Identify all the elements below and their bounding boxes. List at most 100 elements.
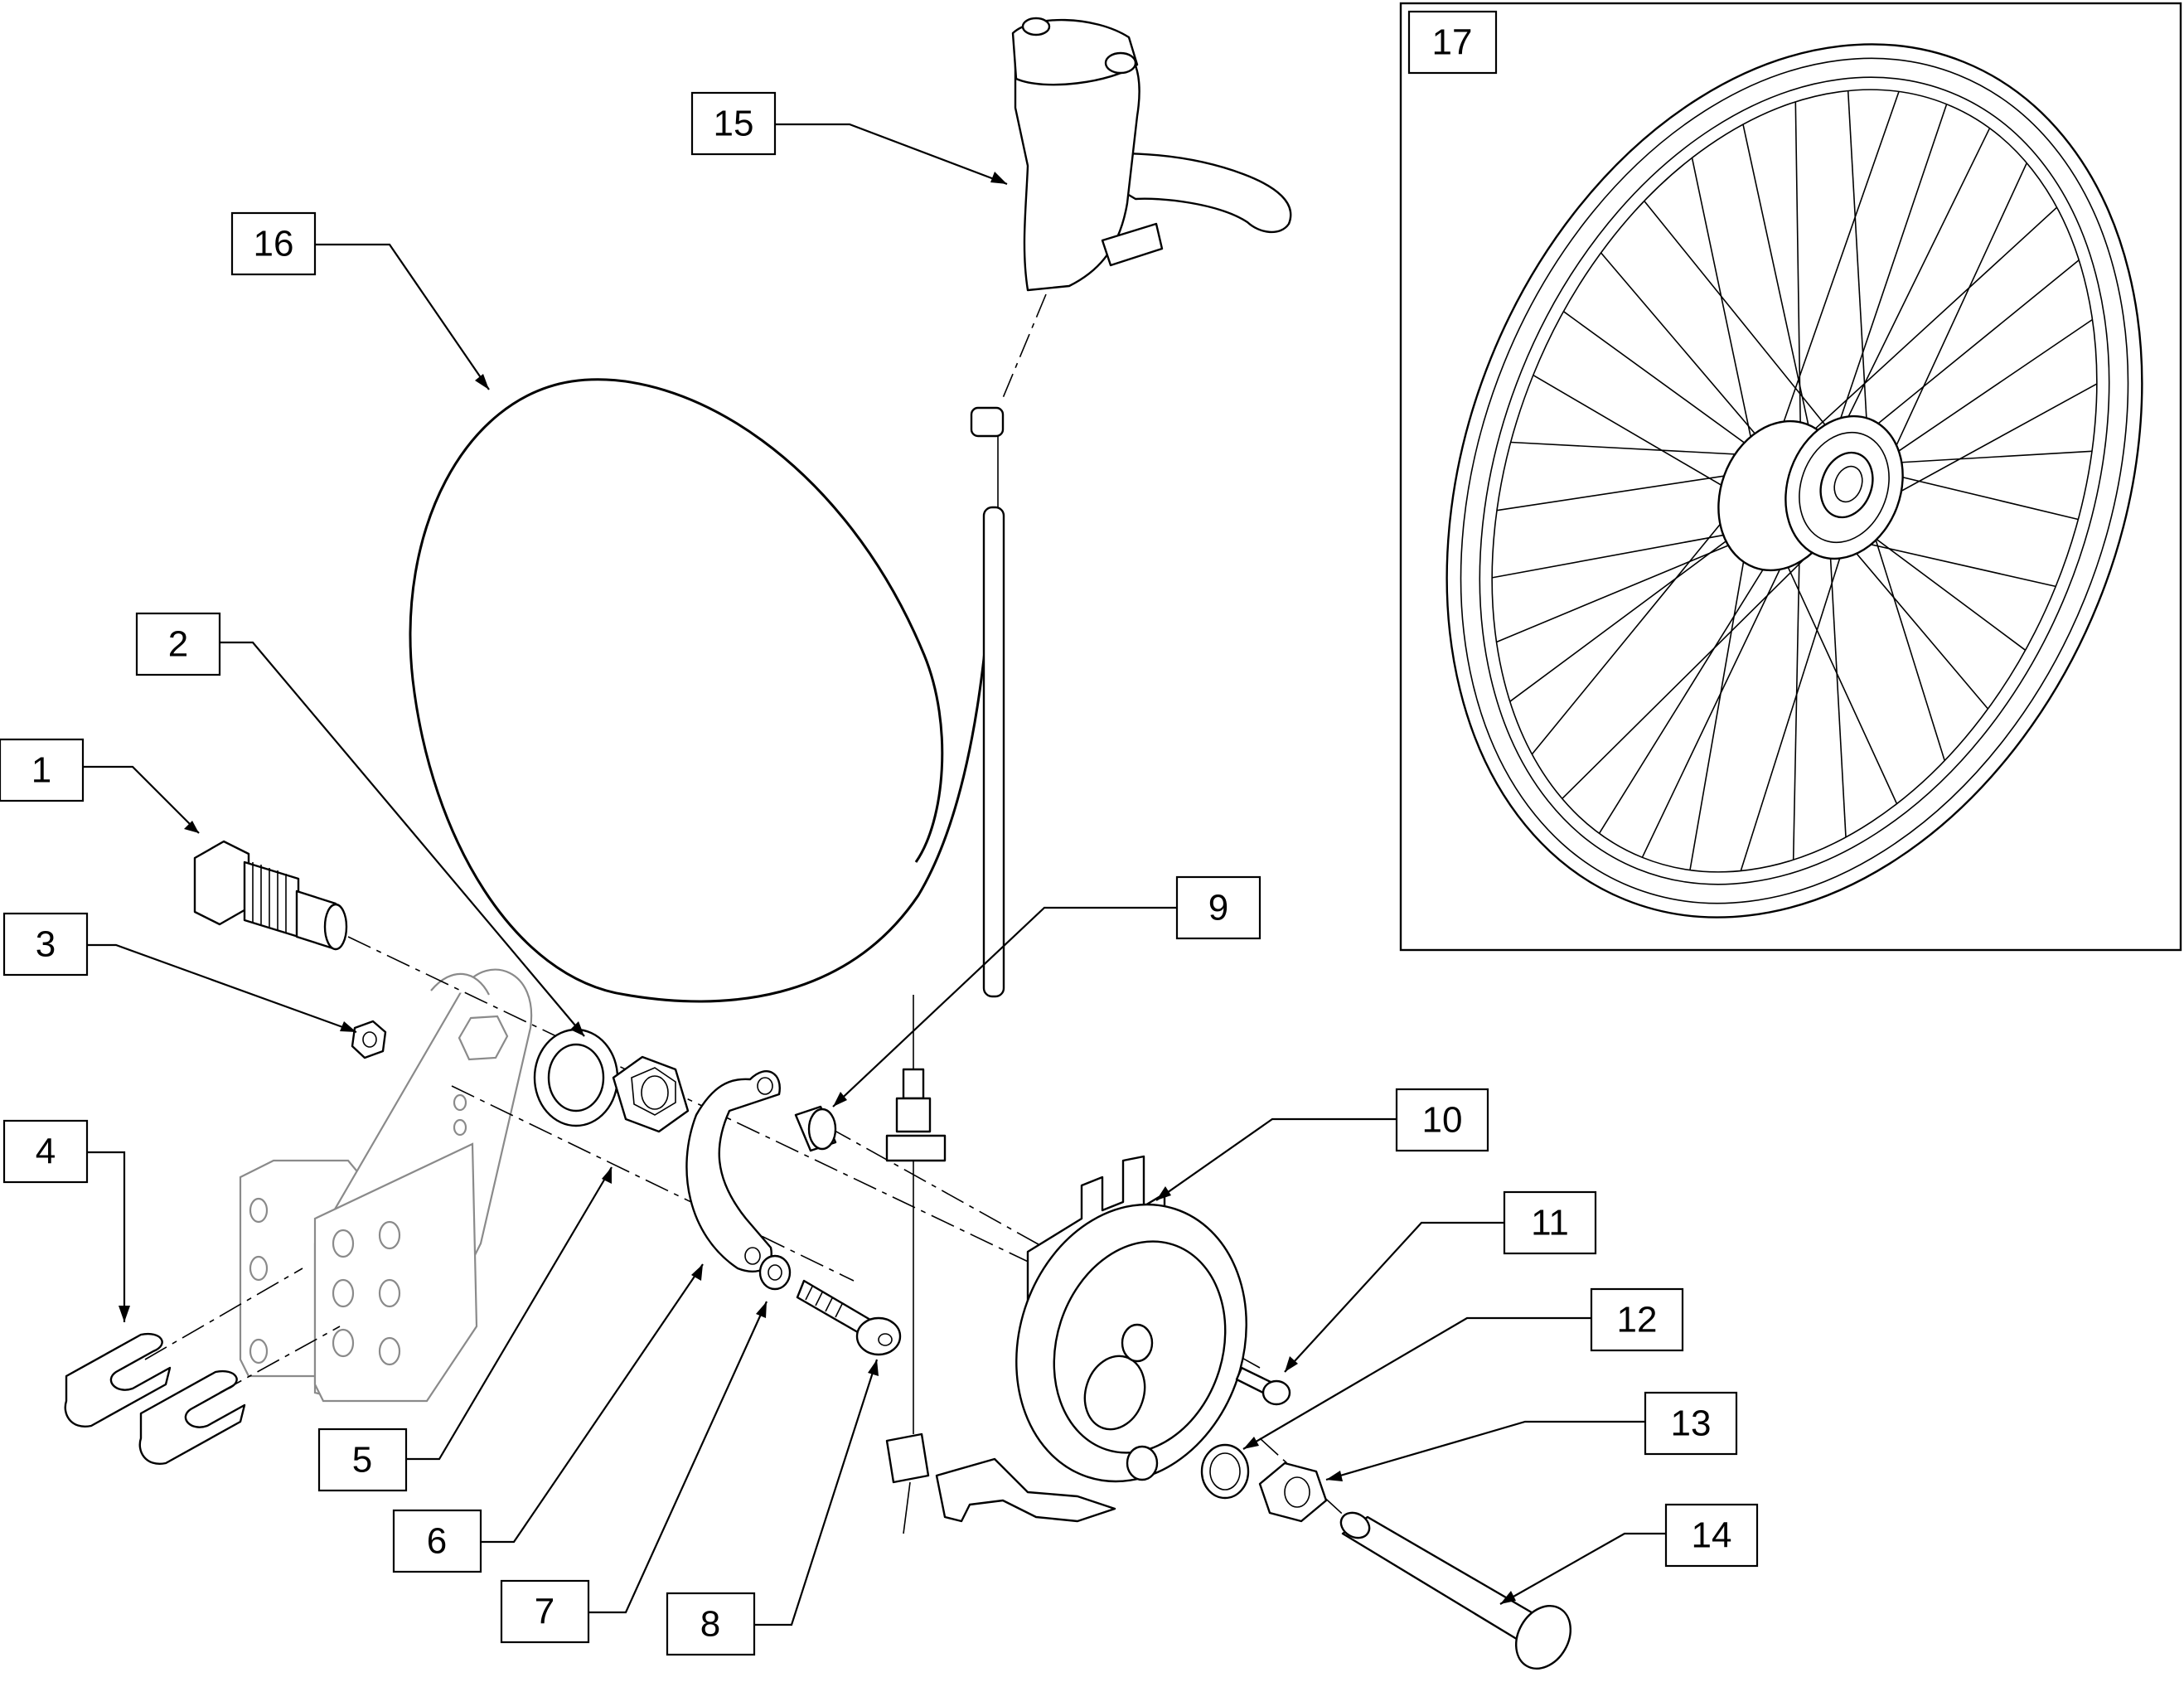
callout-1-box: [0, 738, 85, 802]
part-16-cable-housing: [409, 378, 1005, 1534]
part-9-spacer: [794, 1105, 837, 1152]
callout-12-label: 12: [1617, 1300, 1658, 1340]
callout-4-label: 4: [36, 1132, 56, 1172]
cable-adjuster-nut: [902, 1068, 925, 1100]
part-12-lock-washer: [1200, 1443, 1250, 1500]
callout-13-box: [1644, 1391, 1738, 1456]
bracket-rear-hole-1: [249, 1197, 269, 1224]
callout-16: 16: [230, 211, 317, 276]
callout-7-label: 7: [535, 1592, 554, 1632]
callout-17: 17: [1407, 10, 1498, 75]
wheel-spoke: [1828, 516, 1847, 837]
bracket-hex-bore: [458, 1015, 509, 1061]
wheel-spoke: [1869, 383, 2098, 509]
leader-5: [406, 1166, 613, 1461]
callout-15-box: [690, 91, 777, 156]
wheel-spoke: [1876, 162, 2028, 487]
wheel-spoke: [1850, 519, 2027, 651]
leader-7-arrow: [756, 1301, 767, 1318]
callout-9: 9: [1175, 875, 1261, 940]
leader-13: [1325, 1420, 1645, 1481]
callout-6-label: 6: [427, 1521, 447, 1562]
wheel-spoke: [1496, 470, 1759, 511]
cable-tail: [903, 1481, 911, 1534]
callout-12-box: [1590, 1287, 1684, 1352]
leader-2: [220, 641, 585, 1037]
curved-bracket-hole-bottom: [744, 1247, 761, 1265]
axle-pin-end: [1339, 1511, 1371, 1539]
leader-9-arrow: [833, 1092, 847, 1107]
cable-clamp: [885, 1432, 930, 1484]
wheel-spoke: [1769, 526, 1898, 804]
hub-flange-ring: [1799, 431, 1890, 544]
leader-2-arrow: [570, 1021, 584, 1036]
callout-6-box: [392, 1509, 482, 1573]
part-4-mount-bracket: [64, 968, 533, 1465]
callout-1: 1: [0, 738, 85, 802]
leader-16-arrow: [475, 374, 489, 390]
bracket-rear-hole-3: [249, 1338, 269, 1365]
bracket-pin-hole-2: [453, 1118, 467, 1137]
callout-16-label: 16: [254, 224, 294, 264]
callout-17-box: [1407, 10, 1498, 75]
bracket-front-plate: [313, 1142, 478, 1403]
lever-bracket: [1101, 222, 1164, 267]
bolt-head: [855, 1316, 902, 1356]
callout-9-label: 9: [1208, 888, 1228, 928]
part-2-washer: [533, 1028, 619, 1127]
wheel-inner-rim: [1479, 76, 2110, 885]
callout-14: 14: [1664, 1503, 1759, 1568]
callout-14-label: 14: [1692, 1515, 1732, 1556]
callout-2-label: 2: [168, 624, 188, 665]
small-nut-body: [351, 1020, 387, 1059]
cable-housing-loop: [409, 378, 996, 1003]
bracket-hole-5: [332, 1328, 355, 1358]
part-11-screw: [1235, 1366, 1291, 1406]
small-nut-hole: [362, 1031, 377, 1048]
axle-nut-bore: [1284, 1476, 1310, 1508]
leader-3: [87, 943, 357, 1034]
part-8-bolt: [796, 1279, 902, 1356]
callout-5: 5: [317, 1428, 408, 1492]
wheel-rim-edge: [1460, 57, 2129, 904]
leader-11-arrow: [1285, 1356, 1298, 1372]
leader-10: [1155, 1117, 1397, 1201]
screw-head: [1261, 1379, 1291, 1406]
callout-2-box: [135, 612, 221, 676]
bracket-rear-hole-2: [249, 1255, 269, 1282]
washer-inner: [547, 1043, 605, 1112]
hex-nut-bore: [641, 1075, 669, 1110]
bracket-hole-6: [378, 1336, 401, 1366]
leader-9: [832, 906, 1177, 1108]
spacer-face: [807, 1108, 837, 1151]
cable-barrel: [895, 1097, 932, 1133]
callout-8: 8: [666, 1592, 756, 1656]
wheel-spoke: [1600, 252, 1780, 463]
callout-14-box: [1664, 1503, 1759, 1568]
leader-4: [87, 1151, 126, 1322]
part-17-wheel-panel: [1399, 2, 2182, 952]
part-6-curved-bracket: [685, 1070, 781, 1272]
callout-7-box: [500, 1579, 590, 1644]
leader-7: [588, 1301, 768, 1614]
leader-8-arrow: [868, 1360, 879, 1376]
leader-11: [1284, 1221, 1504, 1373]
bracket-hole-2: [378, 1220, 401, 1250]
leader-16: [315, 243, 490, 390]
callout-11-box: [1503, 1190, 1597, 1255]
callout-11: 11: [1503, 1190, 1597, 1255]
leader-8: [754, 1359, 879, 1626]
callout-15-label: 15: [714, 104, 754, 144]
hub-axle-hole: [1833, 465, 1863, 503]
callout-10-box: [1395, 1088, 1489, 1152]
leader-1-arrow: [184, 821, 199, 833]
leader-14: [1499, 1532, 1666, 1605]
callout-9-box: [1175, 875, 1261, 940]
leader-6-arrow: [691, 1264, 703, 1281]
axle-shim-2: [138, 1369, 246, 1465]
callout-13: 13: [1644, 1391, 1738, 1456]
drum-hub: [1083, 1355, 1146, 1431]
callout-5-label: 5: [352, 1440, 372, 1481]
